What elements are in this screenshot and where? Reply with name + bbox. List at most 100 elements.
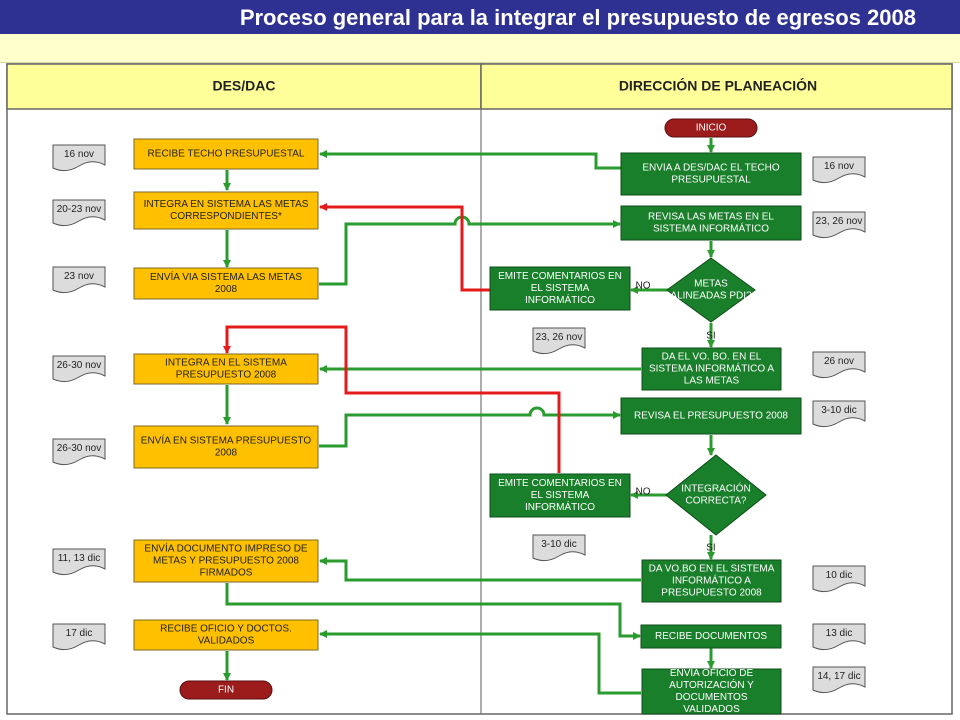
date-tag-left-6-text-line-1: 11, 13 dic (58, 553, 101, 564)
box-envia-presupuesto-text-line-1: ENVÍA EN SISTEMA PRESUPUESTO (141, 434, 312, 447)
label-si-2: SI (706, 543, 715, 554)
date-tag-left-5-text-line-1: 26-30 nov (57, 443, 101, 454)
date-tag-right-3-text-line-1: 26 nov (824, 356, 854, 367)
lane-header-left (6, 63, 482, 110)
box-integra-metas-text-line-2: CORRESPONDIENTES* (170, 211, 282, 222)
box-vobo-metas-text-line-1: DA EL VO. BO. EN EL (662, 352, 762, 363)
box-envia-oficio-text-line-2: AUTORIZACIÓN Y (669, 678, 754, 691)
date-tag-right-6-text-line-1: 13 dic (826, 628, 853, 639)
date-tag-left-3 (52, 266, 106, 294)
arrow-l6-to-r6 (225, 583, 641, 640)
box-envia-techo-text-line-2: PRESUPUESTAL (671, 175, 751, 186)
box-vobo-presupuesto-text-line-2: INFORMÁTICO A (672, 574, 751, 587)
date-tag-right-1-text-line-1: 16 nov (824, 161, 854, 172)
box-emite-comentarios-2-text-line-2: EL SISTEMA (531, 490, 590, 501)
date-tag-left-3-text-line-1: 23 nov (64, 271, 94, 282)
box-envia-oficio-text-line-1: ENVIA OFICIO DE (670, 668, 754, 679)
terminator-inicio-text-line-1: INICIO (696, 123, 727, 134)
box-emite-comentarios-2-text-line-1: EMITE COMENTARIOS EN (498, 478, 622, 489)
date-tag-right-6 (812, 623, 866, 651)
box-envia-techo-text-line-1: ENVIA A DES/DAC EL TECHO (642, 163, 779, 174)
decision-metas-alineadas-text-line-2: ALINEADAS PDI? (670, 291, 752, 302)
lane-header-right (480, 63, 953, 110)
date-tag-left-5 (52, 438, 106, 466)
box-integra-presupuesto-text-line-1: INTEGRA EN EL SISTEMA (165, 358, 287, 369)
terminator-inicio (664, 118, 758, 138)
lane-title-left-line-1: DES/DAC (212, 78, 275, 94)
date-tag-left-4 (52, 355, 106, 383)
decision-metas-alineadas-text-line-1: METAS (694, 279, 728, 290)
date-tag-right-5 (812, 565, 866, 593)
box-envia-metas (133, 267, 319, 300)
box-envia-documento-text-line-3: FIRMADOS (200, 568, 253, 579)
label-no-1: NO (636, 281, 651, 292)
box-envia-presupuesto-text-line-2: 2008 (215, 448, 238, 459)
box-recibe-oficio-text-line-1: RECIBE OFICIO Y DOCTOS. (160, 624, 292, 635)
box-envia-metas-text-line-1: ENVÍA VIA SISTEMA LAS METAS (150, 270, 302, 283)
date-tag-right-2-text-line-1: 23, 26 nov (816, 216, 863, 227)
label-si-1: SI (706, 331, 715, 342)
box-emite-comentarios-1-text-line-2: EL SISTEMA (531, 283, 590, 294)
box-recibe-techo-text-line-1: RECIBE TECHO PRESUPUESTAL (148, 149, 305, 160)
box-envia-documento-text-line-1: ENVÍA DOCUMENTO IMPRESO DE (144, 542, 308, 555)
decision-integracion-correcta-text-line-1: INTEGRACIÓN (681, 482, 750, 495)
box-envia-metas-text-line-2: 2008 (215, 284, 238, 295)
box-vobo-metas (641, 347, 782, 391)
terminator-fin-text-line-1: FIN (218, 685, 234, 696)
date-tag-right-7 (812, 666, 866, 694)
box-envia-techo (620, 152, 802, 196)
decision-metas-alineadas (666, 257, 756, 323)
box-revisa-presupuesto (620, 397, 802, 435)
decision-integracion-correcta (665, 454, 767, 536)
date-tag-mid-1 (532, 327, 586, 355)
date-tag-right-2 (812, 211, 866, 239)
box-recibe-oficio (133, 619, 319, 651)
box-revisa-metas-text-line-2: SISTEMA INFORMÁTICO (653, 222, 769, 235)
subtitle-strip (0, 34, 960, 63)
date-tag-left-4-text-line-1: 26-30 nov (57, 360, 101, 371)
box-envia-oficio-text-line-4: VALIDADOS (683, 704, 740, 715)
date-tag-mid-2-text-line-1: 3-10 dic (541, 539, 577, 550)
box-vobo-metas-text-line-2: SISTEMA INFORMÁTICO A (649, 362, 774, 375)
date-tag-right-1 (812, 156, 866, 184)
date-tag-mid-2 (532, 534, 586, 562)
box-vobo-metas-text-line-3: LAS METAS (684, 376, 740, 387)
arrow-c1-to-l2 (319, 203, 490, 292)
box-vobo-presupuesto-text-line-3: PRESUPUESTO 2008 (661, 588, 762, 599)
box-revisa-metas-text-line-1: REVISA LAS METAS EN EL (648, 212, 774, 223)
date-tag-left-7-text-line-1: 17 dic (66, 628, 93, 639)
box-envia-documento (133, 539, 319, 583)
page-title: Proceso general para la integrar el pres… (239, 5, 916, 30)
box-envia-oficio (641, 668, 782, 715)
date-tag-left-7 (52, 623, 106, 651)
label-no-2: NO (636, 487, 651, 498)
box-recibe-documentos-text-line-1: RECIBE DOCUMENTOS (655, 631, 767, 642)
box-integra-metas (133, 191, 319, 230)
date-tag-left-2 (52, 199, 106, 227)
box-emite-comentarios-1-text-line-1: EMITE COMENTARIOS EN (498, 271, 622, 282)
box-emite-comentarios-1-text-line-3: INFORMÁTICO (525, 293, 595, 306)
arrow-c2-to-l4 (223, 325, 561, 473)
lane-title-right-line-1: DIRECCIÓN DE PLANEACIÓN (619, 77, 817, 94)
box-emite-comentarios-2 (489, 473, 631, 518)
box-vobo-presupuesto-text-line-1: DA VO.BO EN EL SISTEMA (649, 564, 775, 575)
date-tag-right-7-text-line-1: 14, 17 dic (817, 671, 860, 682)
title-bar (0, 0, 960, 34)
box-envia-documento-text-line-2: METAS Y PRESUPUESTO 2008 (153, 556, 299, 567)
arrow-l3-to-r2 (319, 215, 621, 286)
date-tag-left-1 (52, 144, 106, 172)
decision-integracion-correcta-text-line-2: CORRECTA? (686, 496, 747, 507)
arrow-l5-to-r4 (319, 406, 621, 448)
date-tag-left-6 (52, 548, 106, 576)
date-tag-left-1-text-line-1: 16 nov (64, 149, 94, 160)
arrow-r1-to-l1 (319, 150, 621, 170)
box-integra-presupuesto (133, 353, 319, 385)
box-recibe-oficio-text-line-2: VALIDADOS (198, 636, 255, 647)
box-revisa-presupuesto-text-line-1: REVISA EL PRESUPUESTO 2008 (634, 411, 788, 422)
box-recibe-documentos (640, 624, 782, 649)
box-envia-presupuesto (133, 425, 319, 469)
date-tag-right-3 (812, 351, 866, 379)
date-tag-mid-1-text-line-1: 23, 26 nov (536, 332, 583, 343)
box-recibe-techo (133, 138, 319, 170)
box-integra-metas-text-line-1: INTEGRA EN SISTEMA LAS METAS (144, 199, 309, 210)
